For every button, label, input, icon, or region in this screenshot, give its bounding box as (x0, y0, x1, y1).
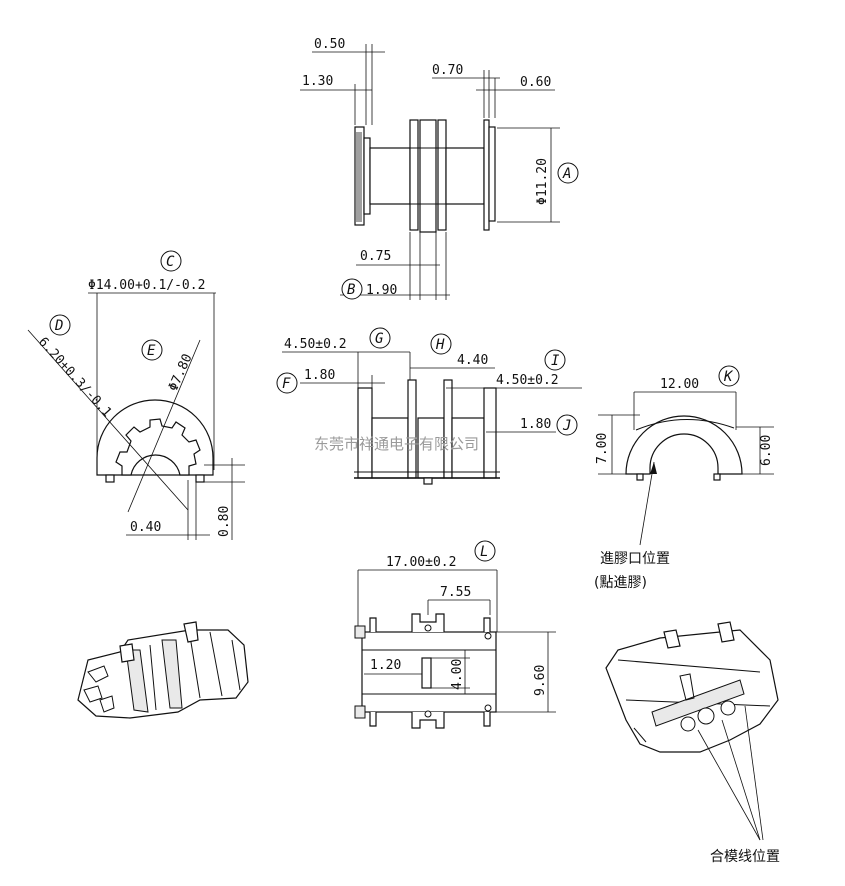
dim-0-80: 0.80 (217, 506, 232, 537)
callout-h (430, 333, 452, 355)
dim-7-00: 7.00 (595, 433, 610, 464)
callout-e (141, 339, 163, 361)
callout-d-label: D (54, 318, 63, 334)
dim-17-00: 17.00±0.2 (386, 555, 456, 570)
dim-0-60: 0.60 (520, 75, 551, 90)
callout-e-label: E (147, 343, 156, 359)
dim-4-50-g: 4.50±0.2 (284, 337, 347, 352)
callout-l (474, 540, 496, 562)
top-bobbin-view: 0.50 1.30 0.70 0.60 Φ11.20 A 0.75 B 1.90 (300, 37, 579, 300)
middle-separator (419, 119, 437, 233)
callout-k (718, 365, 740, 387)
callout-f-label: F (282, 376, 291, 392)
isometric-right: 合模线位置 (605, 621, 780, 865)
dim-1-90: 1.90 (366, 283, 397, 298)
front-view: G 4.50±0.2 H 4.40 I 4.50±0.2 F 1.80 1.80… (276, 327, 582, 485)
callout-j (556, 414, 578, 436)
callout-d (49, 314, 71, 336)
callout-f (276, 372, 298, 394)
callout-i-label: I (551, 353, 560, 369)
core-tube-right (445, 147, 485, 205)
dim-1-30: 1.30 (302, 74, 333, 89)
dim-0-40: 0.40 (130, 520, 161, 535)
dim-12-00: 12.00 (660, 377, 699, 392)
callout-k-label: K (723, 369, 734, 385)
isometric-left (77, 621, 249, 719)
dim-6-00: 6.00 (759, 435, 774, 466)
callout-c-label: C (166, 254, 175, 270)
dim-0-50: 0.50 (314, 37, 345, 52)
callout-l-label: L (480, 544, 488, 560)
callout-g-label: G (375, 331, 384, 347)
bottom-view: L 17.00±0.2 7.55 1.20 4.00 9.60 (354, 540, 556, 729)
callout-b (341, 278, 363, 300)
callout-i (544, 349, 566, 371)
right-flange (483, 119, 490, 231)
note-parting-line: 合模线位置 (710, 849, 780, 865)
callout-h-label: H (435, 337, 445, 353)
dim-4-40: 4.40 (457, 353, 488, 368)
callout-j-label: J (562, 418, 571, 434)
dim-4-00: 4.00 (450, 659, 465, 690)
dim-phi-14: Φ14.00+0.1/-0.2 (88, 278, 205, 293)
middle-flange-left (409, 119, 419, 231)
callout-c (160, 250, 182, 272)
dim-6-20: 6.20+0.3/-0.1 (35, 335, 114, 421)
callout-g (369, 327, 391, 349)
callout-a-label: A (562, 166, 571, 182)
note-gate-position: 進膠口位置 (600, 551, 670, 567)
slot (421, 657, 432, 689)
middle-flange-right (437, 119, 447, 231)
note-gate-method: (點進膠) (594, 575, 647, 591)
right-end-view: K 12.00 7.00 6.00 進膠口位置 (點進膠) (594, 365, 774, 591)
callout-b-label: B (347, 282, 355, 298)
dim-0-70: 0.70 (432, 63, 463, 78)
dim-1-80-j: 1.80 (520, 417, 551, 432)
half-ring-k (625, 415, 743, 475)
dim-7-55: 7.55 (440, 585, 471, 600)
dim-0-75: 0.75 (360, 249, 391, 264)
dim-4-50-i: 4.50±0.2 (496, 373, 559, 388)
dim-phi-11-20: Φ11.20 (535, 158, 550, 205)
dim-phi-7-80: Φ7.80 (166, 352, 196, 394)
dim-1-20: 1.20 (370, 658, 401, 673)
dim-9-60: 9.60 (533, 665, 548, 696)
end-view-gear: C Φ14.00+0.1/-0.2 D 6.20+0.3/-0.1 E Φ7.8… (27, 250, 245, 540)
dim-1-80-f: 1.80 (304, 368, 335, 383)
left-flange (354, 126, 365, 226)
watermark: 东莞市祥通电子有限公司 (314, 435, 479, 453)
core-tube-left (369, 147, 411, 205)
callout-a (557, 162, 579, 184)
